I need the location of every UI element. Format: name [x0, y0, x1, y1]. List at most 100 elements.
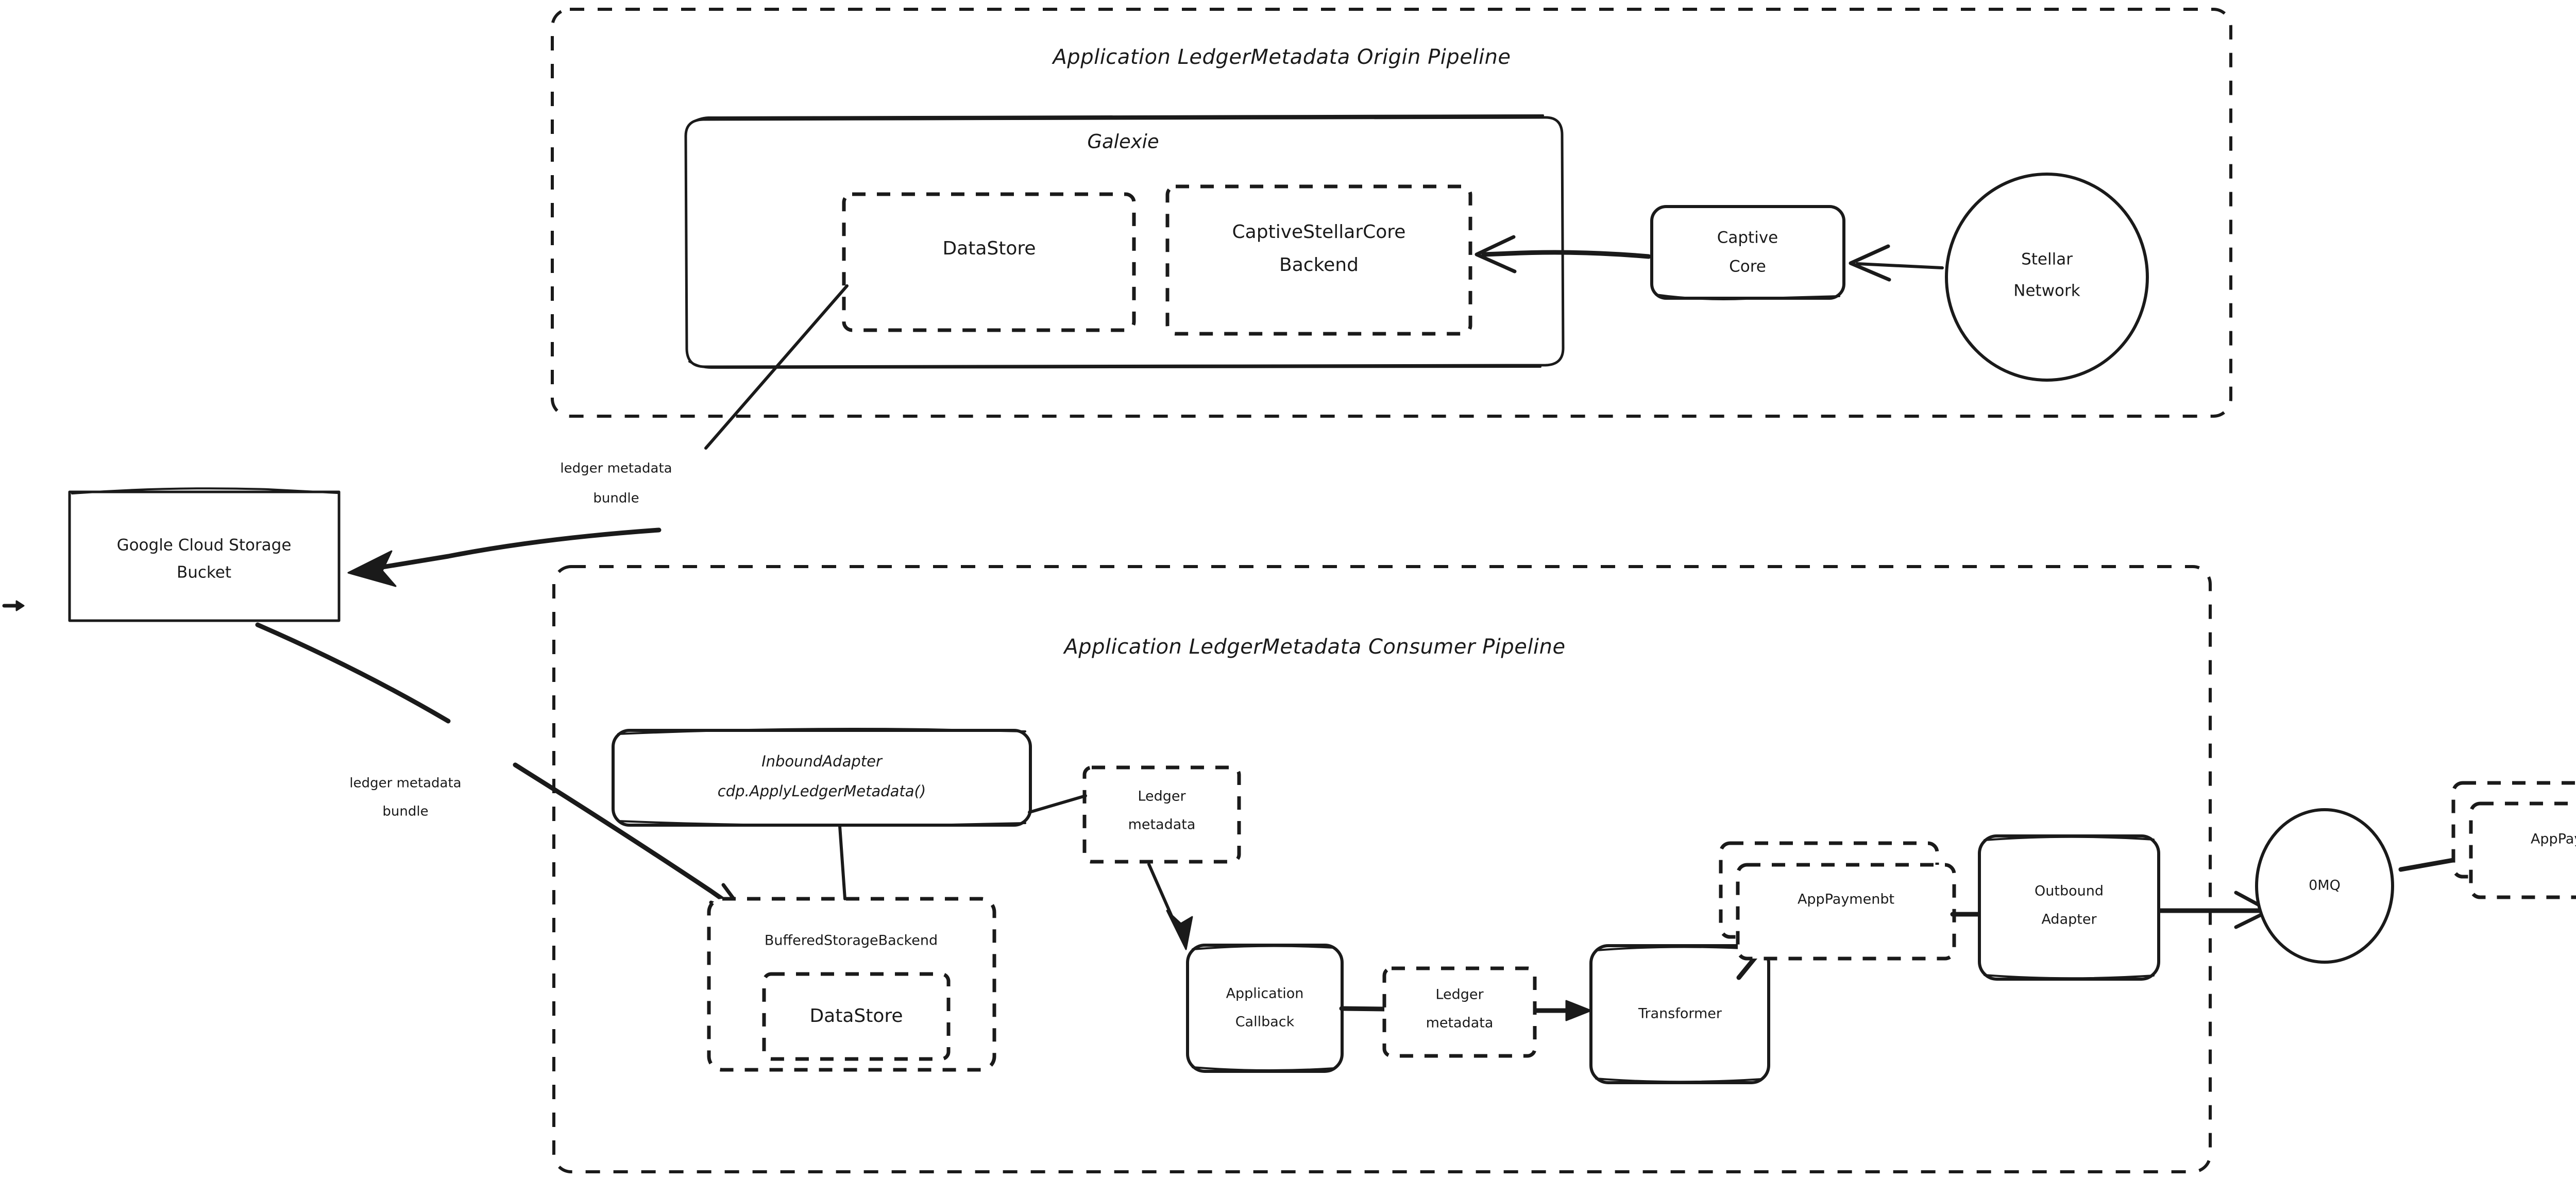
inbound-adapter-sketch-stroke-top	[617, 728, 1026, 735]
application-callback-box	[1186, 944, 1344, 1073]
node-origin-datastore[interactable]: DataStore	[842, 192, 1136, 332]
transformer-sketch-stroke-bottom	[1595, 1078, 1763, 1083]
edge-inbound-adapter-to-buffered-storage-backend	[838, 825, 846, 900]
edge-label-line1: ledger metadata	[560, 461, 672, 476]
gcs-bucket-box	[68, 490, 341, 622]
inbound-adapter-box	[612, 729, 1032, 827]
edge-label-line1: ledger metadata	[349, 776, 461, 791]
stellar-network-label-line1: Stellar	[2021, 250, 2073, 269]
arrowhead-icon	[1475, 235, 1517, 274]
edge-inbound-adapter-to-ledger-metadata-1	[1028, 794, 1087, 814]
gcs-bucket-label-line1: Google Cloud Storage	[117, 536, 292, 555]
ledger-metadata-2-label-line2: metadata	[1426, 1015, 1494, 1031]
ledger-metadata-1-label-line1: Ledger	[1138, 789, 1186, 805]
arrowhead-icon	[1166, 910, 1193, 950]
ledger-metadata-1-box	[1082, 765, 1241, 864]
edge-line-upper	[704, 284, 849, 450]
consumer-pipeline-title: Application LedgerMetadata Consumer Pipe…	[1062, 635, 1565, 659]
captive-core-label-line2: Core	[1729, 258, 1766, 276]
outbound-adapter-sketch-stroke-bottom	[1984, 974, 2155, 980]
node-transformer[interactable]: Transformer	[1589, 944, 1770, 1084]
origin-datastore-label: DataStore	[942, 238, 1036, 259]
captive-core-label-line1: Captive	[1717, 229, 1778, 247]
edge-origin-datastore-to-gcs-bucket: ledger metadata bundle	[347, 284, 849, 587]
edge-line-upper	[255, 622, 451, 724]
container-origin-pipeline[interactable]: Application LedgerMetadata Origin Pipeli…	[551, 8, 2232, 418]
node-consumer-datastore[interactable]: DataStore	[762, 972, 951, 1061]
captive-core-sketch-stroke	[1655, 294, 1840, 300]
node-captive-stellar-core-backend[interactable]: CaptiveStellarCore Backend	[1165, 184, 1472, 336]
inbound-adapter-label-line2: cdp.ApplyLedgerMetadata()	[718, 782, 926, 800]
origin-datastore-box	[842, 192, 1136, 332]
gcs-bucket-sketch-stroke	[71, 487, 338, 494]
inbound-adapter-label-line1: InboundAdapter	[761, 753, 883, 770]
app-payment-2-inner-box	[2469, 801, 2576, 899]
node-zeromq[interactable]: 0MQ	[2255, 808, 2394, 964]
edge-line	[838, 825, 846, 900]
transformer-label: Transformer	[1638, 1006, 1722, 1022]
zeromq-label: 0MQ	[2309, 878, 2341, 894]
node-outbound-adapter[interactable]: Outbound Adapter	[1978, 834, 2160, 981]
gcs-bucket-label-line2: Bucket	[177, 563, 231, 582]
edge-captive-core-to-backend	[1475, 235, 1651, 274]
captive-stellar-core-backend-label-line2: Backend	[1279, 254, 1359, 276]
stray-arrow-icon	[2, 600, 25, 611]
edge-line-lower	[513, 762, 739, 912]
app-payment-1-inner-box	[1736, 863, 1956, 961]
outbound-adapter-box	[1978, 834, 2160, 981]
stellar-network-label-line2: Network	[2013, 282, 2080, 300]
node-app-payment-2[interactable]: AppPaymenbt	[2451, 781, 2576, 899]
outbound-adapter-label-line2: Adapter	[2041, 912, 2097, 928]
captive-stellar-core-backend-box	[1165, 184, 1472, 336]
origin-pipeline-border	[551, 8, 2232, 418]
arrowhead-icon	[1849, 244, 1891, 282]
edge-line	[1856, 262, 1944, 269]
arrowhead-icon	[347, 550, 397, 587]
node-application-callback[interactable]: Application Callback	[1186, 944, 1344, 1073]
edge-label-line2: bundle	[593, 491, 639, 506]
edge-line	[1028, 794, 1087, 814]
edge-label-line2: bundle	[382, 804, 428, 819]
outbound-adapter-label-line1: Outbound	[2035, 883, 2104, 899]
application-callback-label-line1: Application	[1226, 986, 1304, 1002]
consumer-datastore-box	[762, 972, 951, 1061]
app-payment-2-label: AppPaymenbt	[2531, 831, 2576, 847]
application-callback-sketch-stroke-bottom	[1192, 1066, 1335, 1072]
node-ledger-metadata-1[interactable]: Ledger metadata	[1082, 765, 1241, 864]
inbound-adapter-sketch-stroke-bottom	[617, 820, 1026, 827]
ledger-metadata-1-label-line2: metadata	[1128, 817, 1196, 833]
ledger-metadata-2-label-line1: Ledger	[1435, 987, 1484, 1003]
node-inbound-adapter[interactable]: InboundAdapter cdp.ApplyLedgerMetadata()	[612, 728, 1032, 827]
buffered-storage-backend-label: BufferedStorageBackend	[765, 933, 938, 949]
galexie-sketch-stroke-bottom	[688, 361, 1541, 369]
ledger-metadata-2-box	[1382, 966, 1537, 1058]
edge-outbound-adapter-to-zeromq	[2157, 891, 2272, 929]
captive-stellar-core-backend-label-line1: CaptiveStellarCore	[1232, 221, 1406, 243]
node-captive-core[interactable]: Captive Core	[1650, 205, 1845, 300]
edge-line	[1481, 250, 1651, 259]
stellar-network-ellipse	[1945, 173, 2149, 382]
arrowhead-icon	[1565, 1000, 1592, 1021]
galexie-sketch-stroke-top	[689, 114, 1544, 125]
edge-ledger-metadata-2-to-transformer	[1533, 1000, 1592, 1021]
application-callback-sketch-stroke-top	[1192, 945, 1335, 950]
application-callback-label-line2: Callback	[1235, 1014, 1295, 1030]
edge-gcs-bucket-to-consumer-datastore: ledger metadata bundle	[255, 622, 748, 917]
node-ledger-metadata-2[interactable]: Ledger metadata	[1382, 966, 1537, 1058]
consumer-pipeline-border	[552, 565, 2212, 1173]
galexie-label: Galexie	[1087, 131, 1159, 153]
outbound-adapter-sketch-stroke-top	[1984, 835, 2155, 841]
captive-core-box	[1650, 205, 1845, 300]
container-consumer-pipeline[interactable]: Application LedgerMetadata Consumer Pipe…	[552, 565, 2212, 1173]
node-app-payment-1[interactable]: AppPaymenbt	[1719, 841, 1956, 961]
node-stellar-network[interactable]: Stellar Network	[1945, 173, 2149, 382]
edge-line-lower	[358, 527, 662, 573]
node-gcs-bucket[interactable]: Google Cloud Storage Bucket	[68, 487, 341, 622]
zeromq-ellipse	[2255, 808, 2394, 964]
origin-pipeline-title: Application LedgerMetadata Origin Pipeli…	[1051, 45, 1511, 69]
stray-arrow-head	[15, 600, 25, 611]
consumer-datastore-label: DataStore	[809, 1005, 903, 1027]
edge-ledger-metadata-1-to-application-callback	[1147, 863, 1193, 950]
